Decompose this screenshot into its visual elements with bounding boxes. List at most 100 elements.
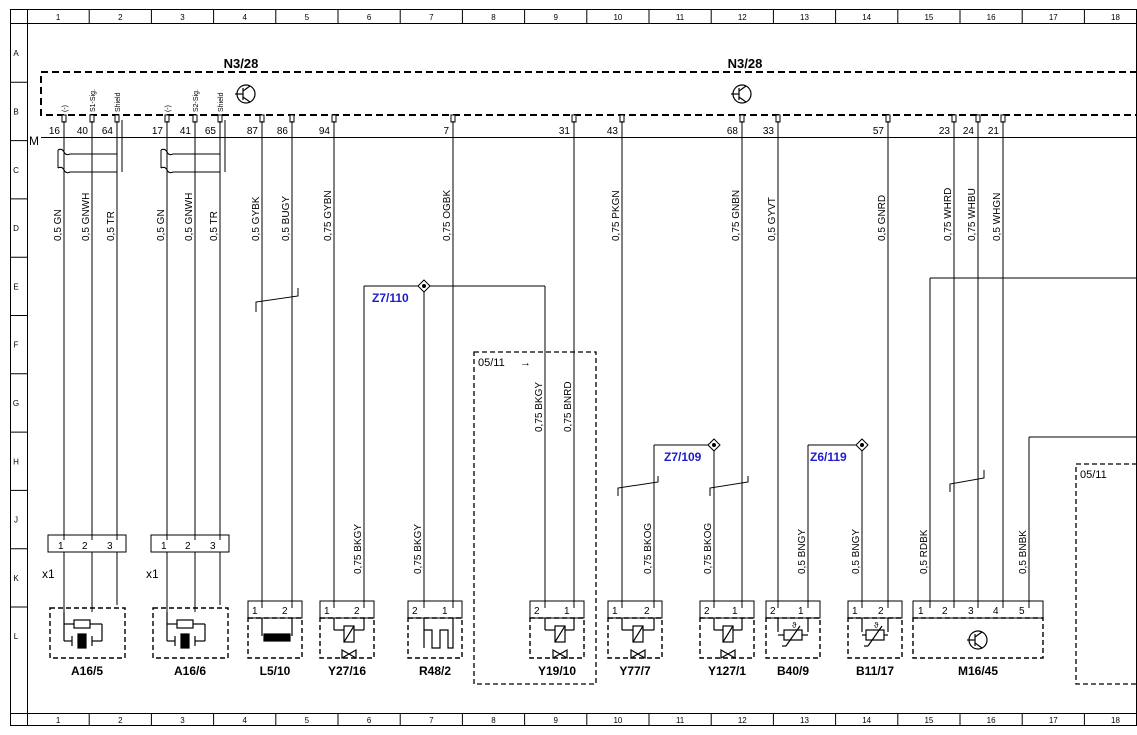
column-number: 18 [1111,13,1120,22]
connector-pin: 1 [58,541,64,552]
column-number: 6 [367,716,372,725]
pin-terminal [114,114,120,123]
column-grid: 1122334455667788991010111112121313141415… [56,10,1120,726]
wire-label: 0,75 WHBU [967,188,978,241]
splice-label: Z7/109 [664,450,702,464]
arrow-right-icon: → [520,357,531,369]
pin-terminal [331,114,337,123]
splice-label: Z7/110 [372,291,409,305]
reference-label: 05/11 [1080,469,1107,481]
component-label: R48/2 [419,664,451,678]
theta-icon: ϑ [792,621,797,630]
pin-terminal [89,114,95,123]
pin-number: 31 [559,126,571,137]
column-number: 9 [553,716,558,725]
row-letter: G [13,399,19,408]
pin-signal-label: (-) [62,105,69,112]
pin-number: 21 [988,126,1000,137]
column-number: 10 [613,716,622,725]
wire-label: 0,5 BNBK [1018,530,1029,574]
wire-label: 0,5 GN [53,209,64,241]
pin-number: 87 [247,126,259,137]
component-pin: 2 [770,606,776,617]
connector-pin-numbers: 1 2 3 1 2 3 [58,541,216,552]
wires [57,120,1137,612]
wire-label: 0,75 BKGY [534,382,545,432]
pin-number: 24 [963,126,975,137]
wire-label: 0,75 BKGY [413,524,424,574]
control-module-n3-28 [40,71,1137,116]
row-letter: K [13,574,19,583]
temperature-sensor-icon [861,618,889,647]
component-pin: 1 [798,606,804,617]
pin-number: 23 [939,126,951,137]
pin-terminal [259,114,265,123]
reference-label: 05/11 [478,357,505,369]
component-label: A16/5 [71,664,103,678]
wire-label: 0,75 BKOG [643,523,654,574]
wire-label: 0,5 BUGY [281,196,292,241]
splice-icon [417,279,869,452]
component-label: A16/6 [174,664,206,678]
column-number: 15 [924,716,933,725]
column-number: 3 [180,13,185,22]
module-pins: 16(-)40S1-Sig.64Shield17(-)41S2-Sig.65Sh… [49,89,1006,137]
column-number: 2 [118,716,123,725]
transistor-icon [731,84,752,104]
component-pin: 2 [878,606,884,617]
column-number: 13 [800,716,809,725]
wire-label: 0,75 BKOG [703,523,714,574]
pin-terminal [164,114,170,123]
component-pin: 1 [564,606,570,617]
motor-transistor-icon [967,630,988,650]
component-pin: 1 [252,606,258,617]
row-letter: L [14,632,19,641]
component-pin: 4 [993,606,999,617]
column-number: 17 [1049,13,1058,22]
pin-number: 64 [102,126,114,137]
splice-label: Z6/119 [810,450,847,464]
component-pin: 5 [1019,606,1025,617]
pin-terminal [1000,114,1006,123]
connector-pin: 3 [210,541,216,552]
column-number: 3 [180,716,185,725]
wire-label: 0,75 OGBK [442,190,453,241]
component-pin-numbers: 1 2 1 2 2 1 2 1 1 2 2 1 2 1 1 2 1 2 3 4 … [252,606,1025,617]
column-number: 7 [429,716,434,725]
component-label: Y19/10 [538,664,576,678]
connector-pin: 3 [107,541,113,552]
column-number: 14 [862,716,871,725]
pin-signal-label: S2-Sig. [193,89,200,112]
pin-terminal [975,114,981,123]
column-number: 5 [305,13,310,22]
component-label: B40/9 [777,664,809,678]
column-number: 10 [613,13,622,22]
component-boxes [49,607,1044,659]
column-number: 17 [1049,716,1058,725]
solenoid-valve-icon [544,618,575,660]
wire-label: 0,5 RDBK [919,529,930,574]
wire-label: 0,5 TR [106,211,117,241]
pin-terminal [739,114,745,123]
pin-number: 17 [152,126,164,137]
component-label: Y27/16 [328,664,366,678]
pin-terminal [450,114,456,123]
module-label-left: N3/28 [224,56,259,71]
component-pin: 1 [852,606,858,617]
wire-label: 0,75 WHRD [943,188,954,241]
component-label: B11/17 [856,664,894,678]
column-number: 14 [862,13,871,22]
component-pin: 1 [442,606,448,617]
component-pin: 2 [534,606,540,617]
module-label-right: N3/28 [728,56,763,71]
row-letter: A [13,49,19,58]
pin-number: 86 [277,126,289,137]
column-number: 12 [738,13,747,22]
wire-label: 0,5 GNRD [877,195,888,241]
component-pin: 2 [644,606,650,617]
column-number: 6 [367,13,372,22]
ground-bus-label: M [29,134,39,148]
row-letter: D [13,224,19,233]
column-number: 12 [738,716,747,725]
